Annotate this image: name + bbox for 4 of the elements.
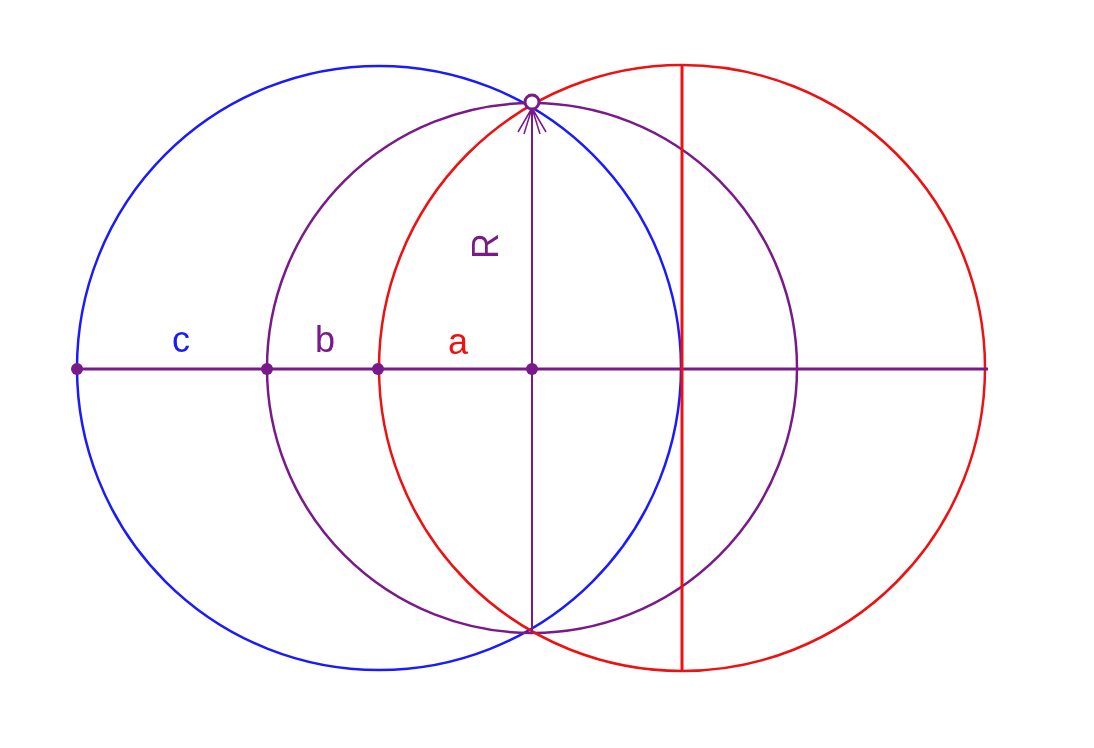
segment-label: a — [448, 324, 469, 360]
radius-label: R — [468, 233, 504, 259]
segment-label: b — [315, 322, 336, 358]
segment-label: c — [172, 322, 190, 358]
